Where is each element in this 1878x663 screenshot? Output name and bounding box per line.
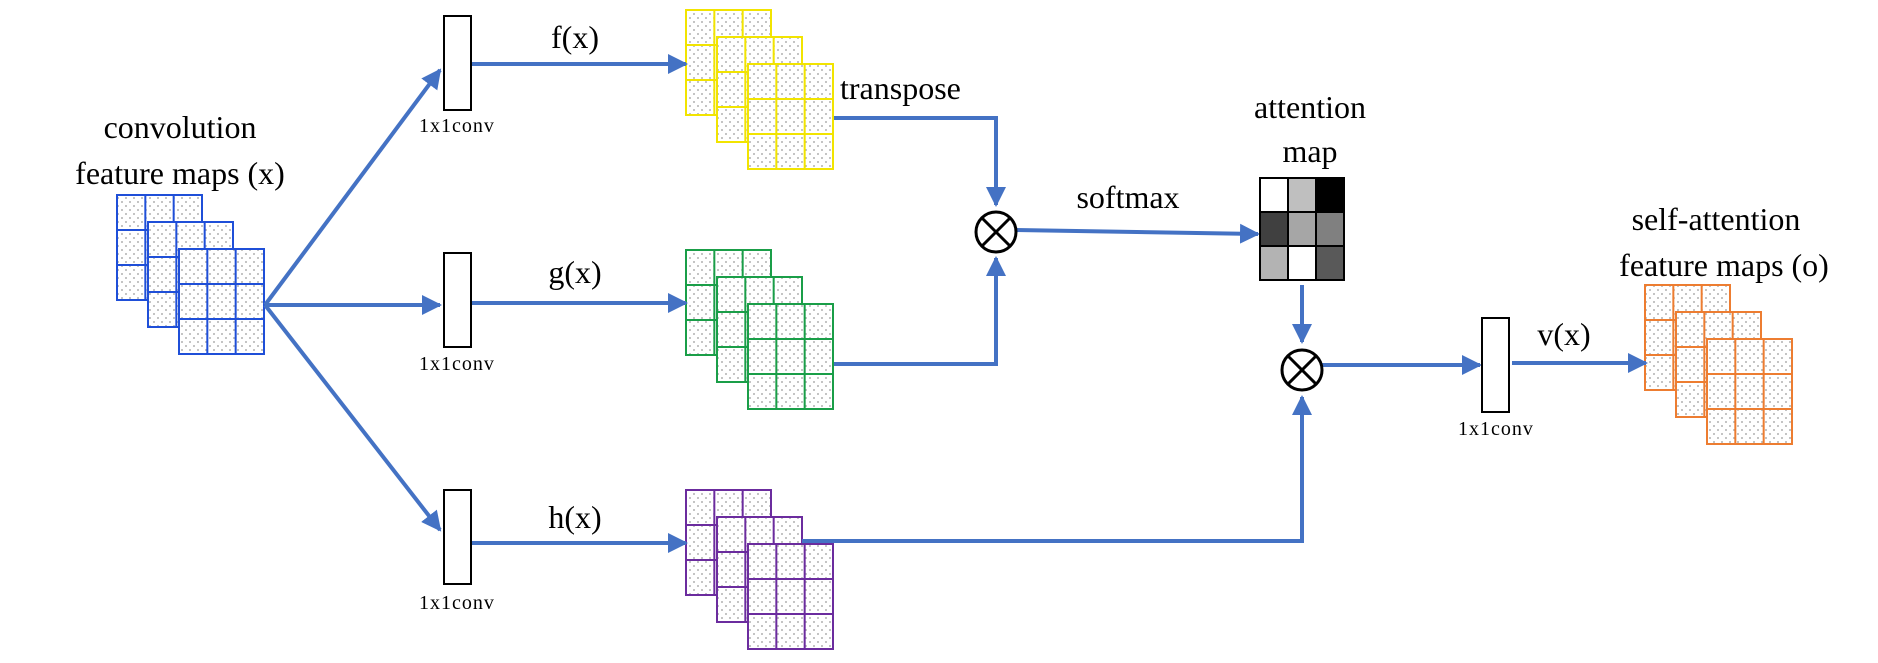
conv-h-block <box>443 489 472 585</box>
softmax-label: softmax <box>1076 179 1179 215</box>
conv-v-label: 1x1conv <box>1458 418 1534 440</box>
feature-map-sheet <box>747 63 834 170</box>
g-label: g(x) <box>548 254 601 290</box>
v-label: v(x) <box>1537 316 1590 352</box>
attention-map-cell <box>1315 245 1345 281</box>
conv-f-label: 1x1conv <box>419 115 495 137</box>
edges <box>263 54 1648 553</box>
multiply-operator-2 <box>1280 348 1324 392</box>
attention-map-cell <box>1287 211 1317 247</box>
attention-label-line1: attention <box>1254 89 1366 125</box>
input-feature-maps <box>116 194 265 355</box>
edge-h-maps-to-multiply <box>802 395 1312 543</box>
attention-map-cell <box>1315 211 1345 247</box>
edge-input-to-h-conv <box>263 303 442 532</box>
feature-map-sheet <box>747 303 834 410</box>
conv-g-block <box>443 252 472 348</box>
attention-label-line2: map <box>1282 133 1337 169</box>
output-label-line1: self-attention <box>1632 201 1801 237</box>
attention-map-cell <box>1287 177 1317 213</box>
conv-v-block <box>1481 317 1510 413</box>
attention-map-cell <box>1287 245 1317 281</box>
h-feature-maps <box>685 489 834 650</box>
g-feature-maps <box>685 249 834 410</box>
edge-multiply-to-attention <box>1015 223 1260 244</box>
conv-h-label: 1x1conv <box>419 592 495 614</box>
conv-g-label: 1x1conv <box>419 353 495 375</box>
output-label-line2: feature maps (o) <box>1619 247 1829 283</box>
feature-map-sheet <box>747 543 834 650</box>
feature-map-sheet <box>1706 338 1793 445</box>
output-feature-maps <box>1644 284 1793 445</box>
multiply-operator-1 <box>974 210 1018 254</box>
attention-map-grid <box>1259 177 1345 281</box>
attention-map-cell <box>1315 177 1345 213</box>
attention-map-cell <box>1259 245 1289 281</box>
feature-map-sheet <box>178 248 265 355</box>
edge-input-to-f-conv <box>263 68 442 307</box>
conv-f-block <box>443 15 472 111</box>
attention-map-cell <box>1259 177 1289 213</box>
f-label: f(x) <box>551 19 599 55</box>
f-feature-maps <box>685 9 834 170</box>
input-label-line2: feature maps (x) <box>75 155 285 191</box>
h-label: h(x) <box>548 499 601 535</box>
edge-f-maps-to-multiply <box>834 116 1006 207</box>
input-label-line1: convolution <box>104 109 257 145</box>
attention-map-cell <box>1259 211 1289 247</box>
edge-g-maps-to-multiply <box>834 256 1006 366</box>
transpose-label: transpose <box>840 70 961 106</box>
